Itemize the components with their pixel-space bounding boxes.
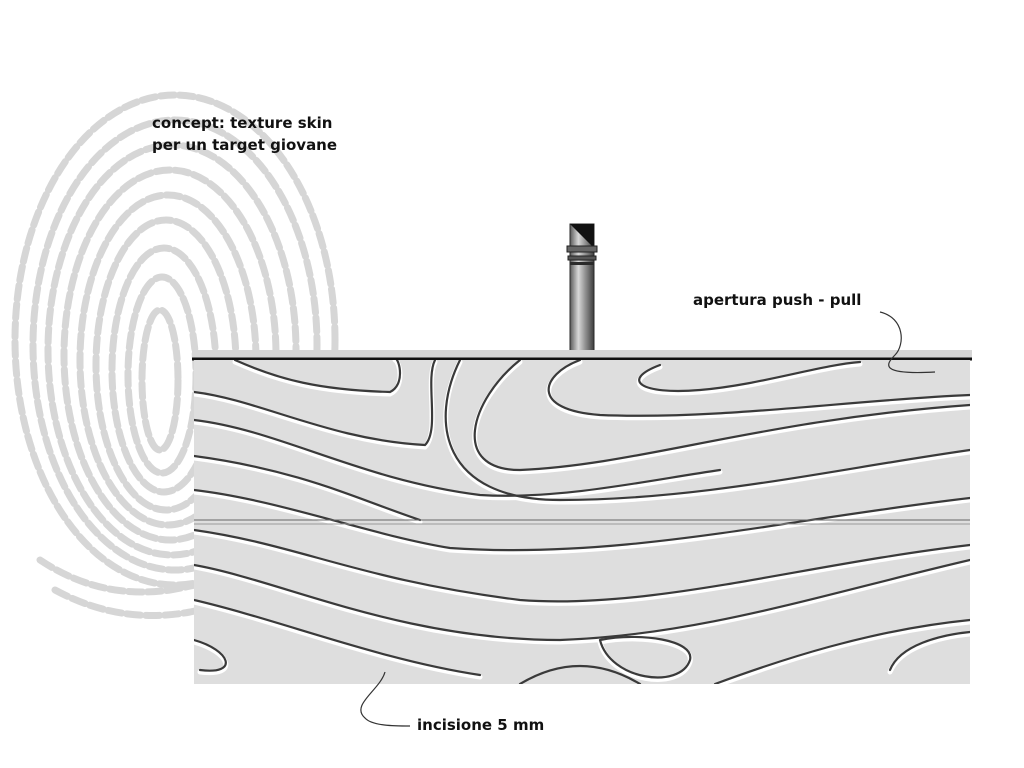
opening-label: apertura push - pull xyxy=(693,291,861,309)
concept-subtitle: per un target giovane xyxy=(152,136,337,154)
lid-top xyxy=(192,350,972,359)
concept-title: concept: texture skin xyxy=(152,114,332,132)
engraving-leader-line xyxy=(360,671,411,727)
push-pull-valve-icon xyxy=(566,223,598,353)
textured-panel xyxy=(194,360,970,684)
opening-leader-line xyxy=(879,311,936,374)
engraving-label: incisione 5 mm xyxy=(417,716,544,734)
